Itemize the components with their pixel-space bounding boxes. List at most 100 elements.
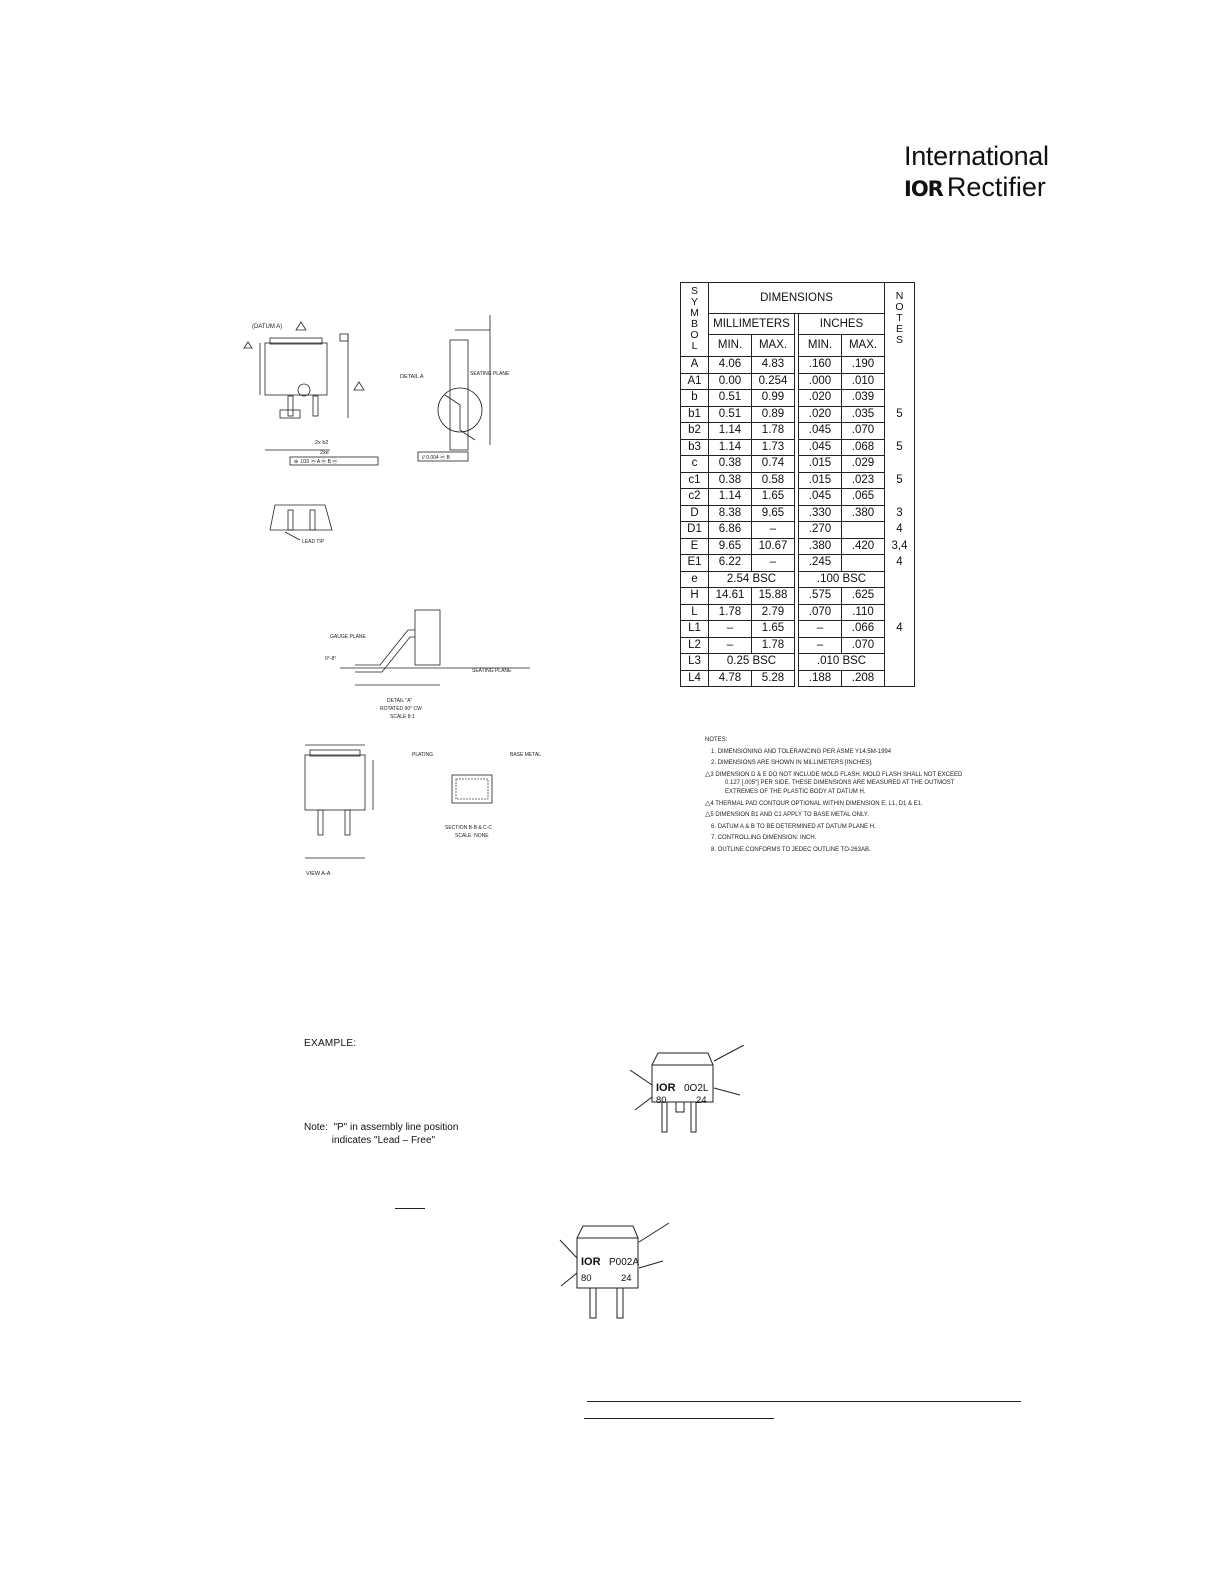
in-max-cell: .110 (841, 603, 885, 621)
note-cell: 4 (884, 521, 915, 538)
mm-min-cell: – (708, 636, 752, 654)
in-bsc-cell: .010 BSC (798, 653, 885, 671)
symbol-cell: c1 (680, 471, 709, 489)
in-min-cell: .015 (798, 471, 842, 489)
view-aa-label: VIEW A-A (306, 871, 331, 877)
section-label: SECTION B-B & C-C (445, 825, 492, 831)
note-item: 0.127 [.005"] PER SIDE. THESE DIMENSIONS… (705, 779, 1005, 788)
note-cell (884, 571, 915, 588)
note-text: CONTROLLING DIMENSION: INCH. (717, 835, 817, 842)
notes-title: NOTES: (705, 737, 728, 743)
note-cell (884, 356, 915, 373)
note-text: OUTLINE CONFORMS TO JEDEC OUTLINE TO-263… (717, 846, 871, 853)
in-max-cell: .070 (841, 636, 885, 654)
note-cell (884, 653, 915, 670)
mm-max-header: MAX. (751, 334, 795, 357)
note-cell (884, 455, 915, 472)
note-cell (884, 587, 915, 604)
lead-free-note: Note: "P" in assembly line position indi… (304, 1122, 459, 1146)
marking1-code: 0O2L (684, 1083, 709, 1094)
in-min-cell: .330 (798, 504, 842, 522)
short-rule (395, 1208, 425, 1209)
mm-min-cell: 1.14 (708, 422, 752, 440)
side-view: DETAIL A SEATING PLANE // 0.004 ⓜ B (400, 315, 510, 462)
dimensions-header: DIMENSIONS (708, 282, 885, 314)
in-min-cell: .020 (798, 405, 842, 423)
mm-min-cell: 4.78 (708, 669, 752, 687)
mm-min-cell: 0.51 (708, 405, 752, 423)
mm-max-cell: 4.83 (751, 356, 795, 374)
symbol-cell: b2 (680, 422, 709, 440)
mm-bsc-cell: 2.54 BSC (708, 570, 795, 588)
note-text: DIMENSION b1 AND c1 APPLY TO BASE METAL … (715, 812, 869, 819)
mm-min-cell: 0.51 (708, 389, 752, 407)
note-cell (884, 670, 915, 687)
symbol-cell: A1 (680, 372, 709, 390)
ior-logo-mark: IOR (904, 177, 944, 201)
note-cell (884, 604, 915, 621)
note-cell: 4 (884, 620, 915, 637)
marking2-left: 80 (581, 1273, 592, 1284)
symbol-cell: D1 (680, 521, 709, 539)
in-max-cell: .208 (841, 669, 885, 687)
mm-min-cell: 6.86 (708, 521, 752, 539)
in-min-header: MIN. (798, 334, 842, 357)
note-item: 2. DIMENSIONS ARE SHOWN IN MILLIMETERS [… (705, 759, 1005, 768)
in-min-cell: .045 (798, 422, 842, 440)
in-min-cell: .015 (798, 455, 842, 473)
note-cell (884, 637, 915, 654)
mm-min-cell: 9.65 (708, 537, 752, 555)
note-text: DIMENSION D & E DO NOT INCLUDE MOLD FLAS… (715, 771, 963, 778)
mm-min-cell: 6.22 (708, 554, 752, 572)
mm-min-cell: 8.38 (708, 504, 752, 522)
note-item: △4 THERMAL PAD CONTOUR OPTIONAL WITHIN D… (705, 800, 1005, 809)
example-label: EXAMPLE: (304, 1038, 357, 1049)
mm-max-cell: 1.73 (751, 438, 795, 456)
mm-min-cell: – (708, 620, 752, 638)
mm-min-cell: 1.78 (708, 603, 752, 621)
symbol-cell: L1 (680, 620, 709, 638)
mm-min-cell: 0.38 (708, 471, 752, 489)
symbol-cell: L3 (680, 653, 709, 671)
marking1-right: 24 (696, 1095, 707, 1106)
note-item: △5 DIMENSION b1 AND c1 APPLY TO BASE MET… (705, 811, 1005, 820)
mm-max-cell: 1.65 (751, 620, 795, 638)
symbol-cell: b3 (680, 438, 709, 456)
symbol-cell: A (680, 356, 709, 374)
marking1-left: 80 (656, 1095, 667, 1106)
angle-label: 0°-8° (325, 656, 336, 662)
note-item: △3 DIMENSION D & E DO NOT INCLUDE MOLD F… (705, 771, 1005, 780)
mm-max-cell: 0.74 (751, 455, 795, 473)
in-max-cell: .420 (841, 537, 885, 555)
tolerance-frame-1: ⊕ .010 ⓜ A ⓜ B ⓜ (294, 458, 337, 465)
note-text: DIMENSIONS ARE SHOWN IN MILLIMETERS [INC… (717, 760, 873, 767)
package-outline-drawing: (DATUM A) 2x b2 2xe ⊕ .010 ⓜ A ⓜ B ⓜ DET… (243, 315, 541, 877)
view-aa: VIEW A-A (304, 744, 374, 877)
part-marking-example-1: IOR 0O2L 80 24 (630, 1045, 745, 1133)
note-item: 6. DATUM A & B TO BE DETERMINED AT DATUM… (705, 823, 1005, 832)
mm-max-cell: 0.58 (751, 471, 795, 489)
in-max-cell: .625 (841, 587, 885, 605)
gauge-plane-label: GAUGE PLANE (330, 634, 367, 640)
note-flag-icon: △ (705, 799, 711, 807)
note-cell (884, 422, 915, 439)
symbol-cell: L (680, 603, 709, 621)
tolerance-frame-2: // 0.004 ⓜ B (422, 454, 450, 461)
in-min-cell: .575 (798, 587, 842, 605)
mm-max-cell: – (751, 554, 795, 572)
note-item: 8. OUTLINE CONFORMS TO JEDEC OUTLINE TO-… (705, 846, 1005, 855)
base-metal-label: BASE METAL (510, 752, 541, 758)
note-number: 4 (710, 800, 714, 807)
mm-min-cell: 1.14 (708, 488, 752, 506)
symbol-cell: E (680, 537, 709, 555)
underline-mark (425, 1205, 427, 1207)
symbol-cell: b (680, 389, 709, 407)
symbol-cell: b1 (680, 405, 709, 423)
in-max-cell: .190 (841, 356, 885, 374)
